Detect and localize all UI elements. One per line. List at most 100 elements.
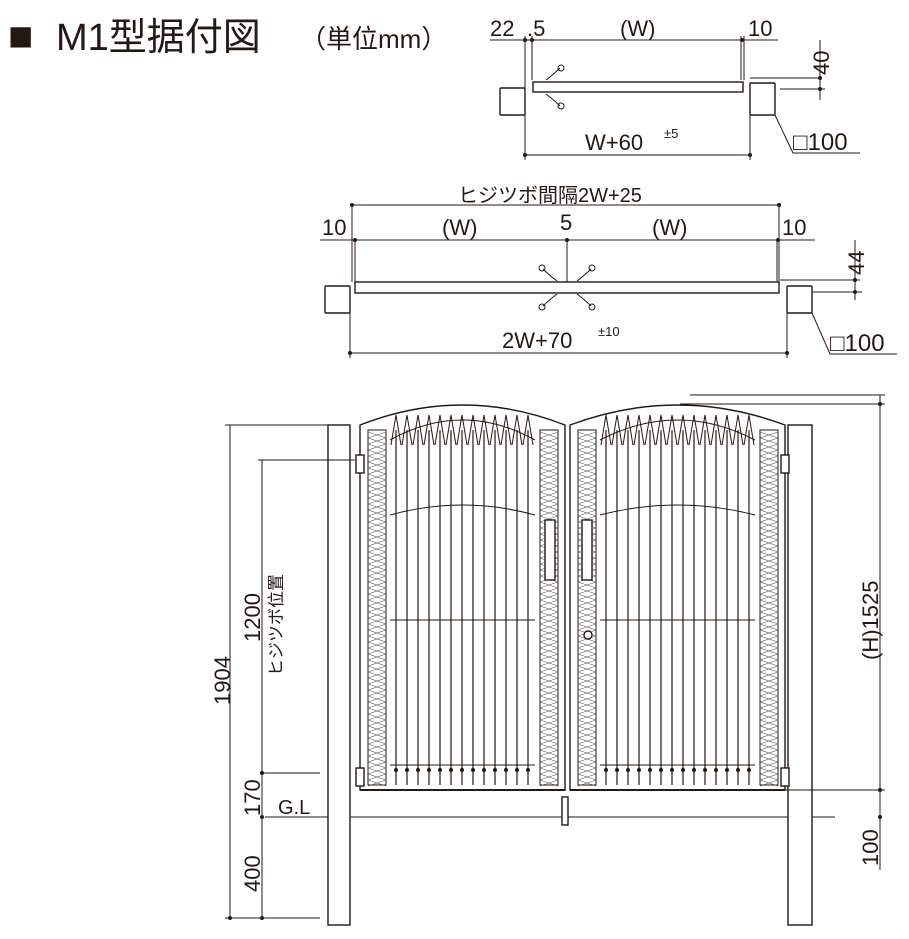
right-lattice-line — [577, 437, 597, 445]
right-lattice-line — [759, 623, 779, 631]
right-rosette — [725, 768, 729, 772]
right-lattice-line — [759, 461, 779, 469]
title-unit: （単位mm） — [300, 24, 447, 54]
right-lattice-line — [759, 635, 779, 643]
right-spear — [677, 414, 689, 446]
right-rosette — [692, 768, 696, 772]
left-lattice-line — [539, 605, 559, 613]
right-lattice-line — [759, 485, 779, 493]
right-lattice-line — [577, 455, 597, 463]
left-spear — [412, 414, 424, 446]
right-lattice-line — [577, 737, 597, 745]
right-lattice-line — [759, 449, 779, 457]
left-lattice-panel — [367, 429, 387, 786]
right-lattice-line — [759, 605, 779, 613]
right-handle-icon — [581, 519, 593, 581]
left-hinge-icon — [355, 767, 365, 787]
plan-view-single: 22 .5 (W) 10 40 W+60 ±5 □100 — [490, 16, 860, 160]
left-lattice-line — [367, 749, 387, 757]
left-lattice-line — [367, 761, 387, 769]
dim-right-10: 10 — [782, 215, 806, 240]
left-spear — [390, 414, 402, 446]
right-lattice-line — [759, 443, 779, 451]
left-lattice-line — [539, 713, 559, 721]
right-lattice-line — [577, 611, 597, 619]
right-spear — [732, 414, 744, 446]
dim-1904: 1904 — [210, 656, 235, 705]
left-lattice-line — [539, 689, 559, 697]
right-lattice-line — [577, 701, 597, 709]
right-lattice-line — [577, 431, 597, 439]
right-lattice-line — [759, 611, 779, 619]
right-lattice-line — [759, 641, 779, 649]
left-spear — [467, 414, 479, 446]
left-lattice-line — [539, 761, 559, 769]
right-lattice-line — [577, 749, 597, 757]
left-spear — [478, 414, 490, 446]
left-spear — [401, 414, 413, 446]
hinge-spacing: ヒジツボ間隔2W+25 — [458, 184, 642, 207]
right-lattice-line — [577, 725, 597, 733]
right-lattice-line — [759, 515, 779, 523]
title-mark: ■ — [8, 12, 33, 59]
right-lattice-line — [577, 503, 597, 511]
right-rosette — [659, 768, 663, 772]
right-lattice-line — [577, 443, 597, 451]
left-lattice-line — [539, 641, 559, 649]
left-lattice-line — [367, 773, 387, 781]
right-lattice-line — [759, 719, 779, 727]
left-lattice-line — [367, 503, 387, 511]
dim-400: 400 — [240, 855, 265, 892]
left-lattice-line — [367, 611, 387, 619]
left-lattice-line — [367, 431, 387, 439]
right-lattice-line — [577, 773, 597, 781]
right-lattice-line — [759, 473, 779, 481]
right-lattice-line — [759, 557, 779, 565]
left-rosette — [460, 768, 464, 772]
left-rosette — [394, 768, 398, 772]
left-lattice-line — [539, 431, 559, 439]
right-lattice-line — [577, 485, 597, 493]
left-lattice-line — [367, 599, 387, 607]
left-lattice-line — [539, 749, 559, 757]
left-lattice-line — [367, 653, 387, 661]
left-lattice-line — [367, 671, 387, 679]
left-lattice-line — [367, 659, 387, 667]
left-lattice-line — [539, 665, 559, 673]
left-lattice-line — [367, 641, 387, 649]
right-lattice-line — [759, 497, 779, 505]
right-spear — [666, 414, 678, 446]
left-lattice-line — [367, 479, 387, 487]
left-lattice-line — [367, 509, 387, 517]
right-rosette — [637, 768, 641, 772]
right-lattice-line — [759, 749, 779, 757]
dim-left-10: 10 — [322, 215, 346, 240]
left-lattice-line — [539, 485, 559, 493]
dim-width: (W) — [620, 16, 655, 41]
left-lattice-line — [539, 443, 559, 451]
right-spear — [622, 414, 634, 446]
right-lattice-line — [759, 653, 779, 661]
right-lattice-line — [577, 449, 597, 457]
left-lattice-line — [367, 497, 387, 505]
right-spear — [655, 414, 667, 446]
left-rosette — [405, 768, 409, 772]
left-lattice-line — [367, 623, 387, 631]
left-lattice-line — [539, 587, 559, 595]
post-size: □100 — [793, 129, 848, 156]
left-spear — [522, 414, 534, 446]
left-lattice-line — [367, 731, 387, 739]
dim-44: 44 — [844, 251, 869, 275]
right-lattice-line — [577, 689, 597, 697]
dim-gate-height: (H)1525 — [858, 581, 883, 660]
right-lattice-line — [759, 701, 779, 709]
left-rosette — [515, 768, 519, 772]
elevation-view: 1904 1200 ヒジツボ位置 170 400 G.L (H)1525 100 — [210, 394, 885, 926]
right-lattice-line — [577, 641, 597, 649]
left-lattice-line — [367, 701, 387, 709]
right-lattice-line — [577, 665, 597, 673]
left-lattice-line — [539, 755, 559, 763]
right-arch — [599, 419, 756, 441]
left-rosette — [482, 768, 486, 772]
